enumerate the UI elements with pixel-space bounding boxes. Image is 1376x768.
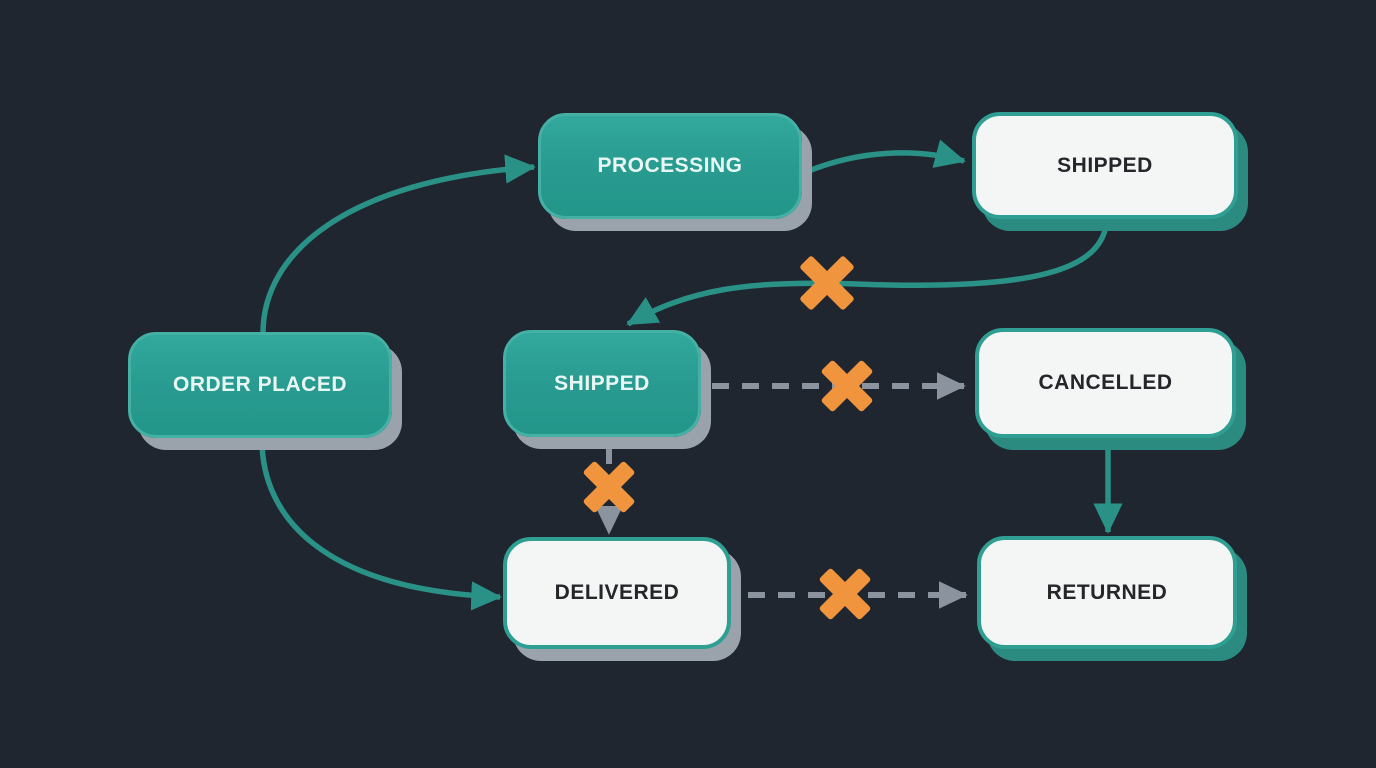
- blocked-x-icon: [583, 461, 635, 513]
- node-shipped-top: SHIPPED: [972, 112, 1238, 219]
- node-order-placed-label: ORDER PLACED: [172, 373, 347, 396]
- node-returned-label: RETURNED: [1046, 580, 1168, 604]
- edge-order-placed-to-processing: [260, 154, 536, 334]
- node-shipped-mid: SHIPPED: [503, 330, 701, 437]
- node-delivered: DELIVERED: [503, 537, 731, 649]
- node-order-placed: ORDER PLACED: [128, 332, 392, 438]
- blocked-x-icon: [819, 568, 871, 620]
- edge-shipped-top-to-shipped-mid: [626, 225, 1109, 327]
- node-processing: PROCESSING: [538, 113, 802, 219]
- node-shipped-mid-label: SHIPPED: [554, 371, 650, 395]
- blocked-x-icon: [821, 360, 873, 412]
- node-cancelled: CANCELLED: [975, 328, 1236, 438]
- node-shipped-top-label: SHIPPED: [1057, 153, 1153, 177]
- blocked-x-icon: [800, 256, 854, 310]
- node-delivered-label: DELIVERED: [554, 581, 680, 604]
- node-processing-label: PROCESSING: [597, 154, 743, 177]
- node-cancelled-label: CANCELLED: [1038, 371, 1173, 394]
- node-returned: RETURNED: [977, 536, 1237, 649]
- edge-order-placed-to-delivered: [259, 439, 502, 611]
- edge-processing-to-shipped-top: [804, 139, 966, 175]
